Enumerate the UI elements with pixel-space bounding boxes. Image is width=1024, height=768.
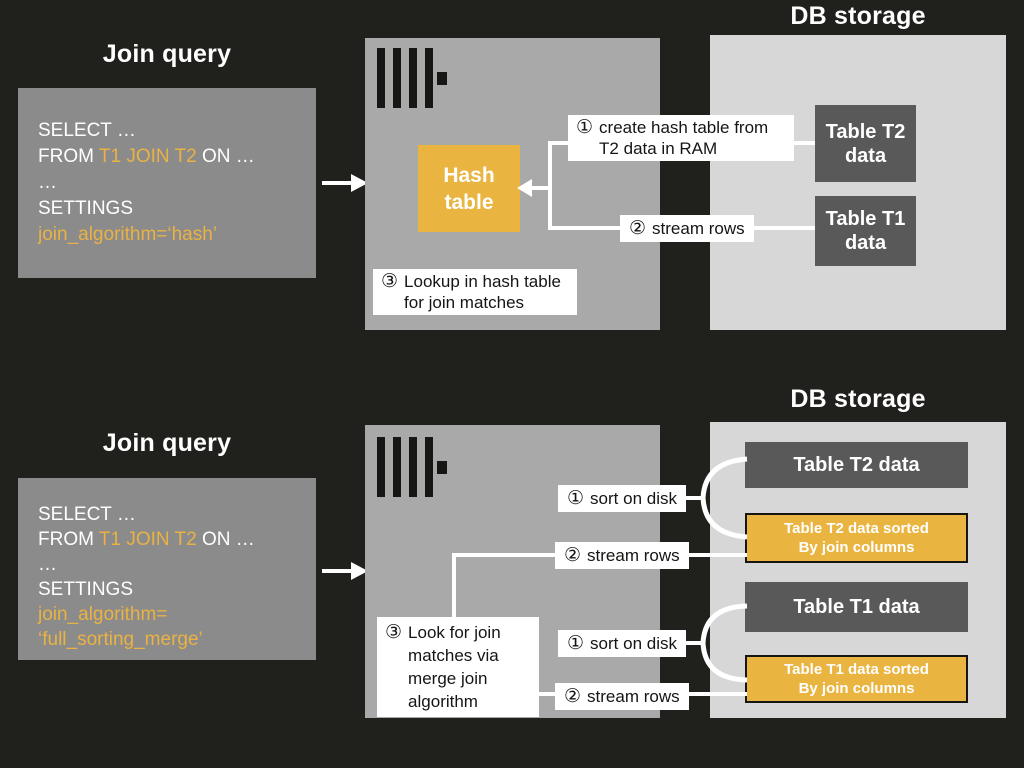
step-sort-on-disk-t2-label: ① sort on disk: [558, 485, 686, 512]
stream-rows-t1-line: [688, 692, 747, 696]
hash-join-query-box: SELECT … FROM T1 JOIN T2 ON … … SETTINGS…: [18, 88, 316, 278]
merge-join-db-storage-title: DB storage: [790, 385, 926, 413]
step-text: Lookup in hash table for join matches: [404, 272, 561, 312]
sql-from-line: FROM T1 JOIN T2 ON …: [38, 144, 316, 170]
step-number-3: ③: [385, 622, 403, 643]
arrow-right-icon: [351, 174, 368, 192]
stream-rows-to-lookup-vertical-line: [452, 553, 456, 618]
table-t2-data-box: Table T2 data: [745, 442, 968, 488]
sql-settings-keyword: SETTINGS: [38, 579, 134, 600]
sort-on-disk-t2-stub-line: [686, 496, 704, 500]
stream-rows-t2-line: [688, 553, 747, 557]
sql-select-line: SELECT …: [38, 120, 136, 141]
merge-join-query-box: SELECT … FROM T1 JOIN T2 ON … … SETTINGS…: [18, 478, 316, 660]
table-t2-data-label: Table T2 data: [793, 454, 920, 476]
clickhouse-bars-icon: [377, 48, 449, 108]
query-to-server-arrow-line: [322, 569, 352, 573]
sql-from-keyword: FROM: [38, 146, 94, 167]
step-create-hash-table-label: ① create hash table from T2 data in RAM: [568, 115, 794, 161]
merge-join-db-storage-box: Table T2 data Table T2 data sorted By jo…: [710, 422, 1006, 718]
step-text: sort on disk: [590, 634, 677, 653]
sql-join-algorithm-setting-line1: join_algorithm=: [38, 604, 168, 625]
hash-join-query-title: Join query: [102, 40, 232, 68]
table-t1-data-box: Table T1 data: [815, 196, 916, 266]
connector-bracket-line: [548, 141, 552, 230]
sql-join-tables: T1 JOIN T2: [98, 146, 197, 167]
hash-join-db-storage-box: Table T2 data Table T1 data: [710, 35, 1006, 330]
sql-on-clause: ON …: [202, 529, 255, 550]
hash-arrow-line: [531, 186, 550, 190]
step-stream-rows-t2-label: ② stream rows: [555, 542, 689, 569]
lookup-to-stream-rows-line: [536, 692, 558, 696]
step-text: stream rows: [587, 546, 680, 565]
table-t2-sorted-box: Table T2 data sorted By join columns: [745, 513, 968, 563]
sql-join-tables: T1 JOIN T2: [98, 529, 197, 550]
hash-table-label: Hash table: [443, 163, 495, 214]
table-t1-data-box: Table T1 data: [745, 582, 968, 632]
query-to-server-arrow-line: [322, 181, 352, 185]
table-t1-sorted-line2: By join columns: [798, 680, 915, 697]
step-text: create hash table from T2 data in RAM: [599, 118, 769, 158]
step-number-1: ①: [567, 633, 585, 654]
table-t2-data-box: Table T2 data: [815, 105, 916, 182]
step-text: stream rows: [587, 687, 680, 706]
step-text: sort on disk: [590, 489, 677, 508]
sql-ellipsis-line: …: [38, 172, 57, 193]
step-number-1: ①: [576, 117, 594, 138]
step-lookup-hash-table-label: ③ Lookup in hash table for join matches: [373, 269, 577, 315]
sql-from-keyword: FROM: [38, 529, 94, 550]
table-t1-sorted-line1: Table T1 data sorted: [784, 661, 929, 678]
arrow-left-icon: [517, 179, 532, 197]
sql-join-algorithm-setting: join_algorithm=‘hash’: [38, 224, 218, 245]
arrow-right-icon: [351, 562, 368, 580]
table-t1-data-label: Table T1 data: [825, 208, 906, 254]
step-number-2: ②: [564, 686, 582, 707]
step-text: stream rows: [652, 219, 745, 238]
step-stream-rows-label: ② stream rows: [620, 215, 754, 242]
step-stream-rows-t1-label: ② stream rows: [555, 683, 689, 710]
step-number-2: ②: [629, 218, 647, 239]
table-t2-data-label: Table T2 data: [825, 120, 906, 167]
sql-on-clause: ON …: [202, 146, 255, 167]
sql-settings-keyword: SETTINGS: [38, 198, 134, 219]
step-number-3: ③: [381, 271, 399, 292]
table-t2-sorted-line1: Table T2 data sorted: [784, 520, 929, 537]
step-number-1: ①: [567, 488, 585, 509]
table-t1-data-label: Table T1 data: [793, 596, 920, 618]
table-t2-sorted-line2: By join columns: [798, 539, 915, 556]
sql-ellipsis-line: …: [38, 554, 57, 575]
clickhouse-bars-icon: [377, 437, 449, 497]
sql-join-algorithm-setting-line2: ‘full_sorting_merge’: [38, 629, 203, 650]
hash-table-box: Hash table: [418, 145, 520, 232]
step-text: Look for join matches via merge join alg…: [408, 623, 501, 711]
merge-join-query-title: Join query: [102, 429, 232, 457]
step-sort-on-disk-t1-label: ① sort on disk: [558, 630, 686, 657]
sql-from-line: FROM T1 JOIN T2 ON …: [38, 527, 316, 552]
step-number-2: ②: [564, 545, 582, 566]
table-t1-sorted-box: Table T1 data sorted By join columns: [745, 655, 968, 703]
step-look-for-join-matches-label: ③ Look for join matches via merge join a…: [377, 617, 539, 717]
sql-select-line: SELECT …: [38, 504, 136, 525]
hash-join-db-storage-title: DB storage: [790, 2, 926, 30]
stream-rows-to-lookup-line: [452, 553, 555, 557]
sort-on-disk-t1-stub-line: [686, 641, 704, 645]
